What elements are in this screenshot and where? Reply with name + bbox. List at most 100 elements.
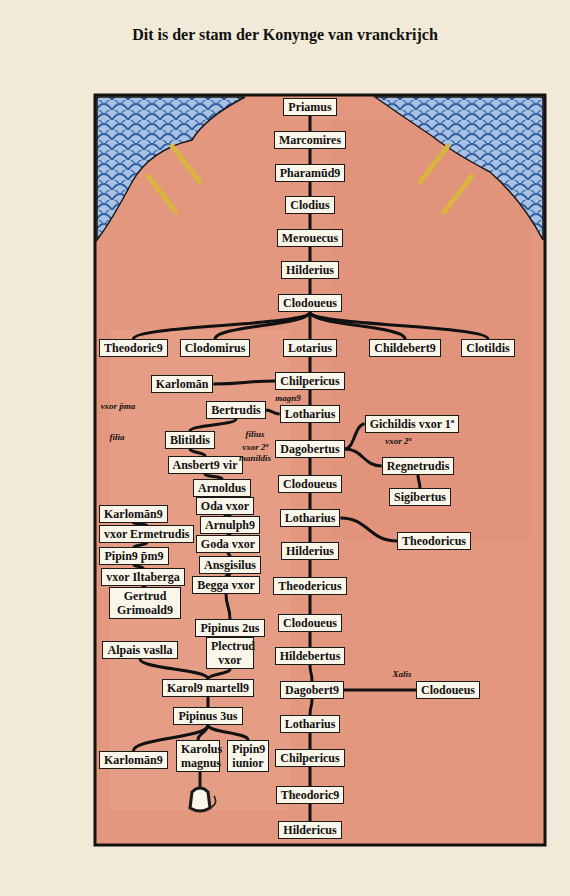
note-label: Xalis — [392, 669, 411, 679]
lineage-line — [418, 475, 420, 488]
name-ribbon: Bertrudis — [206, 401, 265, 419]
lineage-line — [310, 699, 312, 715]
name-ribbon: Alpais vaslla — [102, 641, 177, 659]
lineage-line — [308, 214, 311, 229]
name-ribbon: Theodoric9 — [99, 339, 168, 357]
lineage-line — [309, 423, 312, 440]
name-ribbon: Lotarius — [283, 339, 337, 357]
name-text: Blitildis — [170, 433, 210, 447]
bell-pendant — [190, 772, 216, 811]
name-text: Theodoricus — [402, 534, 466, 548]
name-ribbon: Begga vxor — [192, 576, 260, 594]
name-text: Pipin9 iunior — [232, 742, 264, 770]
lineage-line — [133, 312, 310, 339]
name-ribbon: Clodomirus — [180, 339, 251, 357]
name-text: Karlomān9 — [104, 753, 163, 767]
name-text: Marcomires — [279, 133, 341, 147]
name-text: Lotarius — [288, 341, 332, 355]
name-text: vxor Iltaberga — [106, 570, 179, 584]
name-ribbon: Hilderius — [281, 261, 339, 279]
name-text: Theodoric9 — [281, 788, 340, 802]
lineage-line — [344, 689, 416, 692]
name-ribbon: Pipin9 iunior — [227, 740, 269, 772]
name-text: Theodericus — [278, 579, 341, 593]
name-ribbon: Clodoueus — [278, 475, 342, 493]
name-text: Arnoldus — [198, 481, 246, 495]
name-ribbon: Pipinus 2us — [195, 619, 264, 637]
name-ribbon: Arnoldus — [193, 479, 251, 497]
name-ribbon: Karlomān9 — [99, 751, 168, 769]
name-text: Theodoric9 — [104, 341, 163, 355]
name-ribbon: Priamus — [283, 98, 336, 116]
name-text: Goda vxor — [201, 537, 255, 551]
name-ribbon: Clodoueus — [278, 614, 342, 632]
lineage-line — [308, 357, 311, 372]
lineage-line — [190, 419, 236, 431]
name-text: Bertrudis — [211, 403, 260, 417]
name-ribbon: Pipinus 3us — [173, 707, 242, 725]
lineage-line — [309, 493, 312, 509]
name-text: Pipinus 2us — [200, 621, 259, 635]
name-ribbon: Pipin9 p̄m9 — [99, 547, 168, 565]
note-label: vxor 2ª — [385, 436, 411, 446]
lineage-line — [308, 527, 311, 542]
name-text: Clotildis — [466, 341, 509, 355]
name-ribbon: vxor Ermetrudis — [99, 525, 194, 543]
lineage-line — [310, 312, 488, 339]
lineage-line — [308, 632, 311, 647]
name-ribbon: Dagobertus — [275, 440, 344, 458]
name-ribbon: Chilpericus — [275, 372, 344, 390]
lineage-line — [309, 390, 312, 405]
name-ribbon: Ansbert9 vir — [168, 456, 243, 474]
name-ribbon: Clodius — [285, 196, 334, 214]
name-text: Hilderius — [286, 544, 334, 558]
name-text: Regnetrudis — [387, 459, 450, 473]
name-text: Karolus magnus — [181, 742, 215, 770]
lineage-line — [309, 458, 312, 475]
name-text: Dagobert9 — [285, 683, 339, 697]
name-text: Childebert9 — [374, 341, 435, 355]
name-text: Begga vxor — [197, 578, 255, 592]
lineage-line — [226, 594, 230, 619]
name-text: Clodius — [290, 198, 329, 212]
name-ribbon: Karlomān — [151, 375, 214, 393]
name-text: Plectrud vxor — [211, 639, 249, 667]
name-ribbon: Karlomān9 — [99, 505, 168, 523]
name-text: Priamus — [288, 100, 331, 114]
cloud — [375, 97, 543, 240]
name-ribbon: Hildebertus — [275, 647, 346, 665]
name-ribbon: Merouecus — [277, 229, 343, 247]
name-ribbon: vxor Iltaberga — [101, 568, 184, 586]
lineage-line — [308, 767, 311, 786]
name-ribbon: Pharamūd9 — [275, 164, 346, 182]
name-text: Hildebertus — [280, 649, 341, 663]
name-ribbon: Childebert9 — [369, 339, 440, 357]
note-label: filia — [110, 432, 125, 442]
name-text: Hildericus — [283, 823, 336, 837]
name-ribbon: Karolus magnus — [176, 740, 220, 772]
lineage-line — [308, 182, 311, 196]
name-ribbon: Arnulph9 — [200, 516, 260, 534]
name-text: Dagobertus — [280, 442, 339, 456]
name-text: Arnulph9 — [205, 518, 255, 532]
name-text: vxor Ermetrudis — [104, 527, 189, 541]
name-ribbon: Clotildis — [461, 339, 514, 357]
cloud — [97, 97, 245, 240]
name-ribbon: Lotharius — [280, 715, 341, 733]
note-label: vxor 2ª — [242, 442, 268, 452]
name-text: Karlomān9 — [104, 507, 163, 521]
name-text: Clodoueus — [283, 616, 337, 630]
name-ribbon: Karol9 martell9 — [162, 679, 254, 697]
name-ribbon: Dagobert9 — [280, 681, 344, 699]
name-ribbon: Goda vxor — [196, 535, 260, 553]
name-text: Hilderius — [286, 263, 334, 277]
lineage-line — [140, 659, 208, 679]
name-text: Karol9 martell9 — [167, 681, 249, 695]
lineage-line — [208, 725, 248, 740]
name-text: Lotharius — [285, 511, 336, 525]
name-ribbon: Lotharius — [280, 405, 341, 423]
frame — [95, 95, 545, 845]
ground-shade — [330, 120, 530, 540]
lineage-line — [310, 665, 312, 681]
